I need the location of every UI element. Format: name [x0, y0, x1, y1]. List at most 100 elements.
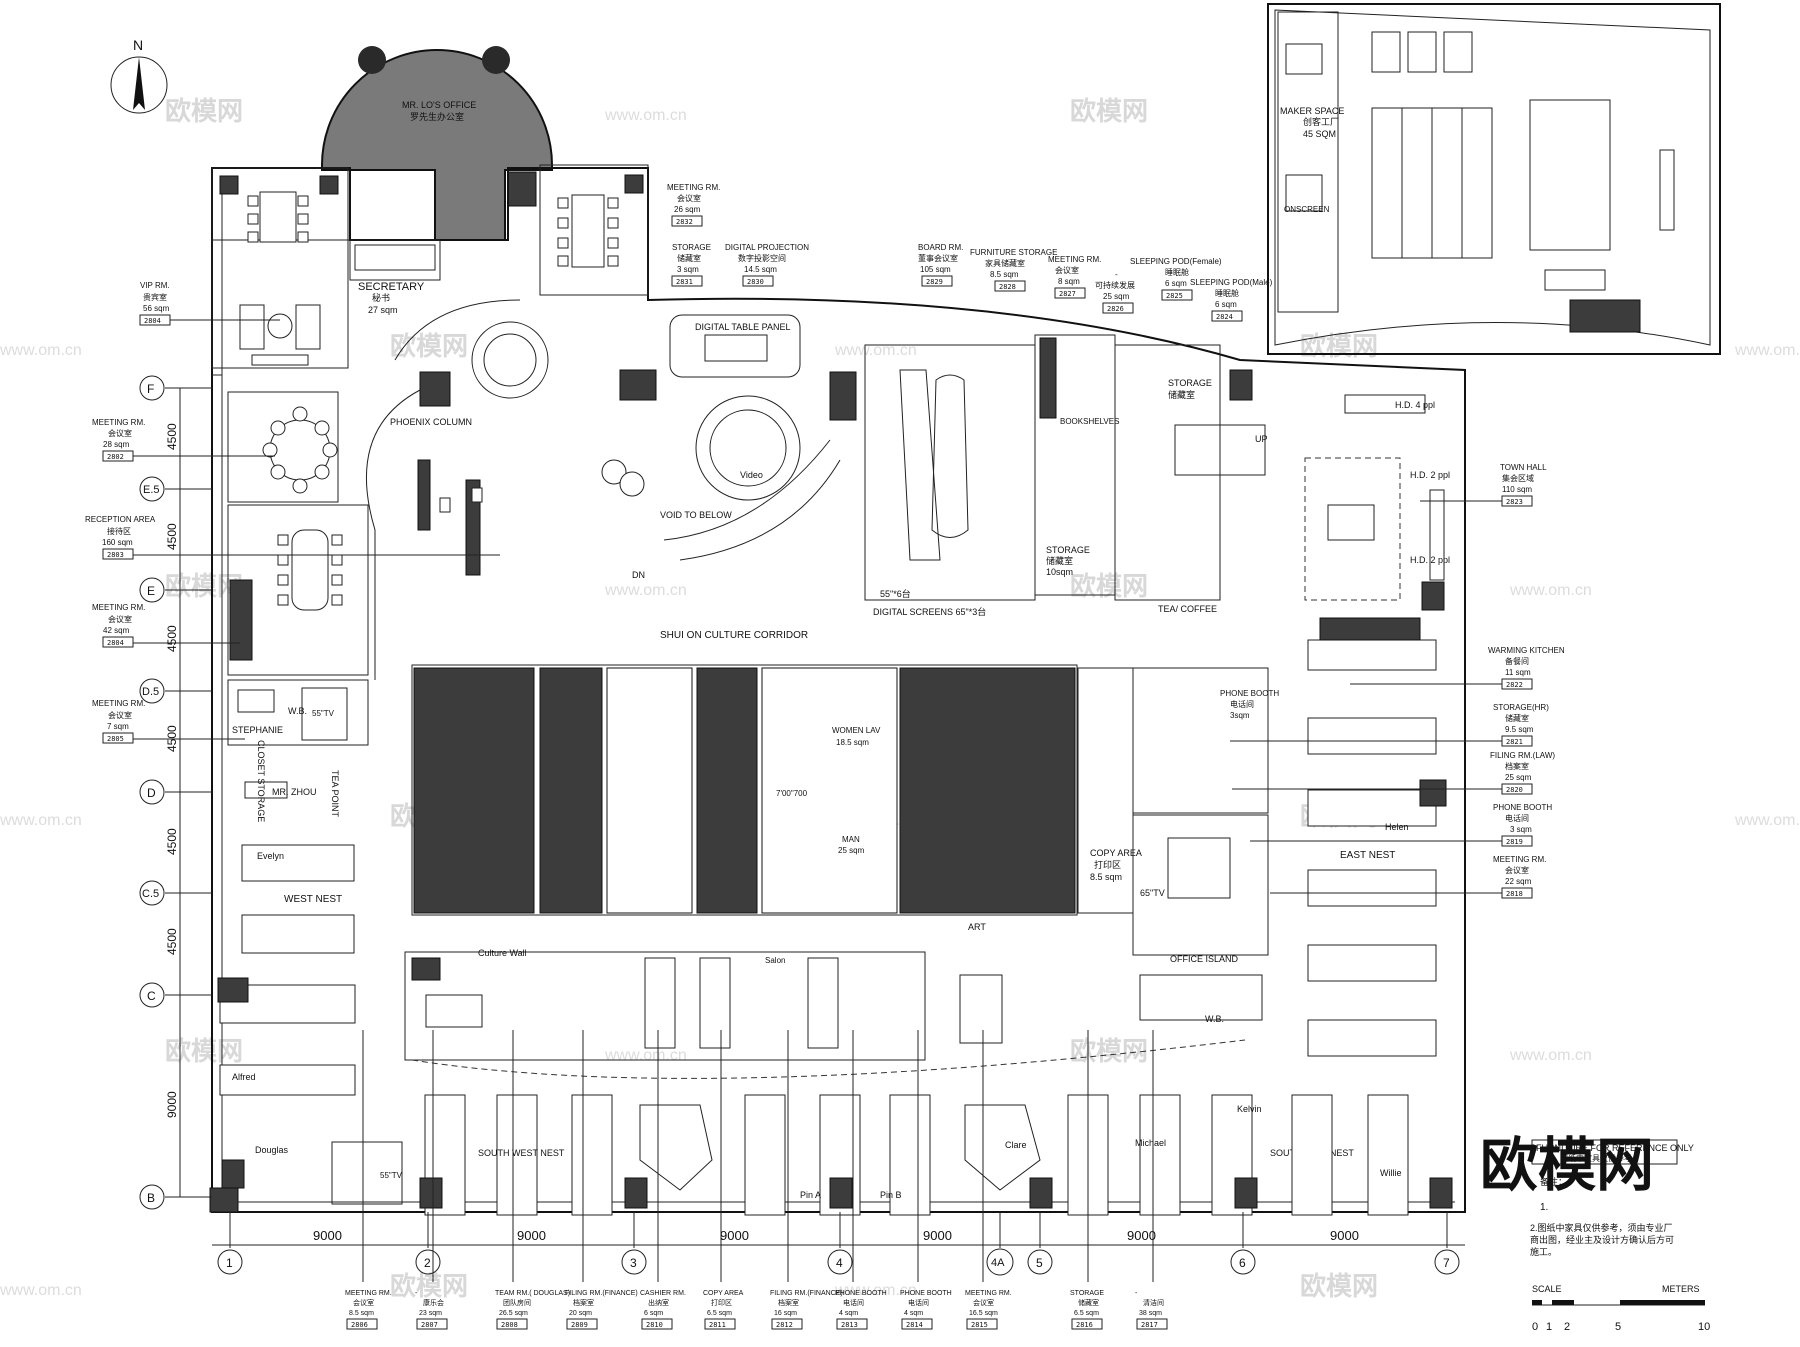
callout-name: PHONE BOOTH — [1493, 803, 1552, 812]
callout-area: 6.5 sqm — [1074, 1310, 1099, 1317]
culture-wall-label: Culture Wall — [478, 948, 527, 958]
storage-r-label: STORAGE — [1168, 378, 1212, 388]
row-dim: 4500 — [165, 523, 179, 550]
phoenix-label: PHOENIX COLUMN — [390, 417, 472, 427]
callout-area: 6.5 sqm — [707, 1310, 732, 1317]
callout-area: 3 sqm — [1510, 825, 1532, 834]
helen-label: Helen — [1385, 822, 1409, 832]
callout-code-box — [836, 1318, 868, 1330]
callout-code-box — [346, 1318, 378, 1330]
callout-name: COPY AREA — [703, 1290, 744, 1297]
callout-cn: 会议室 — [677, 193, 701, 203]
kelvin-label: Kelvin — [1237, 1104, 1262, 1114]
callout-area: 16.5 sqm — [969, 1310, 998, 1317]
tv55-label: 55"TV — [312, 709, 335, 718]
void-label: VOID TO BELOW — [660, 510, 732, 520]
secretary-label-cn: 秘书 — [372, 292, 390, 303]
right-callouts: TOWN HALL 集会区域 110 sqm 2823 WARMING KITC… — [1230, 463, 1565, 899]
secretary-area: 27 sqm — [368, 305, 398, 315]
grid-row-label: C.5 — [142, 888, 159, 900]
mr-zhou-label: MR. ZHOU — [272, 787, 317, 797]
callout-area: 6 sqm — [1165, 279, 1187, 288]
hd2a-label: H.D. 2 ppl — [1410, 470, 1450, 480]
callout-cn: 睡眠舱 — [1215, 288, 1239, 298]
callout-code-box — [416, 1318, 448, 1330]
salon-label: Salon — [765, 956, 785, 965]
col-dim: 9000 — [1330, 1228, 1359, 1243]
note-2-box: 2.图纸中家具仅供参考，须由专业厂商出图，经业主及设计方确认后方可施工。 — [1530, 1223, 1674, 1257]
callout-code: 2802 — [107, 453, 124, 461]
callout-name: PHONE BOOTH — [835, 1290, 887, 1297]
digital-panel-label: DIGITAL TABLE PANEL — [695, 322, 791, 332]
callout-area: 8.5 sqm — [349, 1310, 374, 1317]
callout-name: FILING RM.(FINANCE) — [770, 1290, 843, 1297]
grid-cols: 1 2 3 4 4A 5 6 7 9000 9000 9000 9000 900… — [212, 1212, 1465, 1276]
callout-cn: 家具储藏室 — [985, 258, 1025, 268]
wb-label: W.B. — [288, 706, 307, 716]
callout-code-box — [771, 1318, 803, 1330]
callout-code: 2831 — [676, 278, 693, 286]
sw-nest-label: SOUTH WEST NEST — [478, 1148, 565, 1158]
callout-name: CASHIER RM. — [640, 1290, 686, 1297]
secretary-label: SECRETARY — [358, 281, 425, 293]
tv65-label: 65"TV — [1140, 888, 1165, 898]
south-workstations: SOUTH WEST NEST Pin A Pin B Clare Michae… — [209, 1094, 1453, 1216]
callout-cn: 睡眠舱 — [1165, 267, 1189, 277]
callout-name: MEETING RM. — [1493, 855, 1546, 864]
watermark-url: www.om.cn — [834, 342, 917, 359]
callout-cn: 会议室 — [1055, 265, 1079, 275]
callout-cn: 打印区 — [711, 1298, 732, 1307]
tv55-label-2: 55"TV — [380, 1171, 403, 1180]
callout-area: 22 sqm — [1505, 877, 1532, 886]
south-rooms-row: Culture Wall Salon ART W.B. — [404, 922, 1263, 1079]
watermark-url: www.om.cn — [834, 1282, 917, 1299]
callout-cn: 会议室 — [1505, 865, 1529, 875]
callout-cn: 董事会议室 — [918, 253, 958, 263]
callout-name: TEAM RM.( DOUGLAS) — [495, 1290, 570, 1297]
phoenix-column: PHOENIX COLUMN — [390, 299, 549, 427]
callout-code: 2808 — [501, 1321, 518, 1329]
callout-name: VIP RM. — [140, 281, 170, 290]
grid-col-label: 5 — [1036, 1256, 1043, 1270]
callout-name: MEETING RM. — [1048, 255, 1101, 264]
callout-code: 2830 — [747, 278, 764, 286]
scale-tick: 0 — [1532, 1321, 1538, 1333]
callout-area: 25 sqm — [1505, 773, 1532, 782]
west-nest-label: WEST NEST — [284, 894, 342, 905]
watermark-text: 欧模网 — [1070, 571, 1148, 601]
board-room: 55"*6台 DIGITAL SCREENS 65"*3台 — [864, 344, 1036, 617]
callout-cn: 出纳室 — [648, 1298, 669, 1307]
callout-name: SLEEPING POD(Female) — [1130, 257, 1222, 266]
callout-code: 2823 — [1506, 498, 1523, 506]
copy-area-area: 8.5 sqm — [1090, 872, 1122, 882]
callout-name: MEETING RM. — [965, 1290, 1012, 1297]
callout-code: 2820 — [1506, 786, 1523, 794]
tea-point-label: TEA POINT — [330, 770, 340, 818]
callout-code-box — [1071, 1318, 1103, 1330]
east-core-rooms: PHONE BOOTH 电话间 3sqm COPY AREA 打印区 8.5 s… — [1077, 667, 1279, 964]
callout-code: 2807 — [421, 1321, 438, 1329]
callout-code: 2811 — [709, 1321, 726, 1329]
callout-area: 110 sqm — [1502, 485, 1532, 494]
mr-lo-label-cn: 罗先生办公室 — [410, 111, 464, 122]
callout-code: 2827 — [1059, 290, 1076, 298]
callout-area: 11 sqm — [1505, 668, 1531, 677]
callout-code: 2806 — [351, 1321, 368, 1329]
callout-cn: 会议室 — [108, 428, 132, 438]
hd2b-label: H.D. 2 ppl — [1410, 555, 1450, 565]
grid-col-label: 6 — [1239, 1256, 1246, 1270]
callout-name: - — [1135, 1290, 1138, 1297]
callout-cn: 会议室 — [973, 1298, 994, 1307]
callout-area: 42 sqm — [103, 626, 130, 635]
watermark-url: www.om.cn — [604, 1047, 687, 1064]
grid-col-label: 7 — [1443, 1256, 1450, 1270]
callout-name: FURNITURE STORAGE — [970, 248, 1057, 257]
vip-room — [211, 167, 349, 376]
evelyn-label: Evelyn — [257, 851, 284, 861]
callout-cn: 集会区域 — [1502, 473, 1534, 483]
grid-row-label: C — [147, 989, 156, 1003]
callout-code: 2817 — [1141, 1321, 1158, 1329]
